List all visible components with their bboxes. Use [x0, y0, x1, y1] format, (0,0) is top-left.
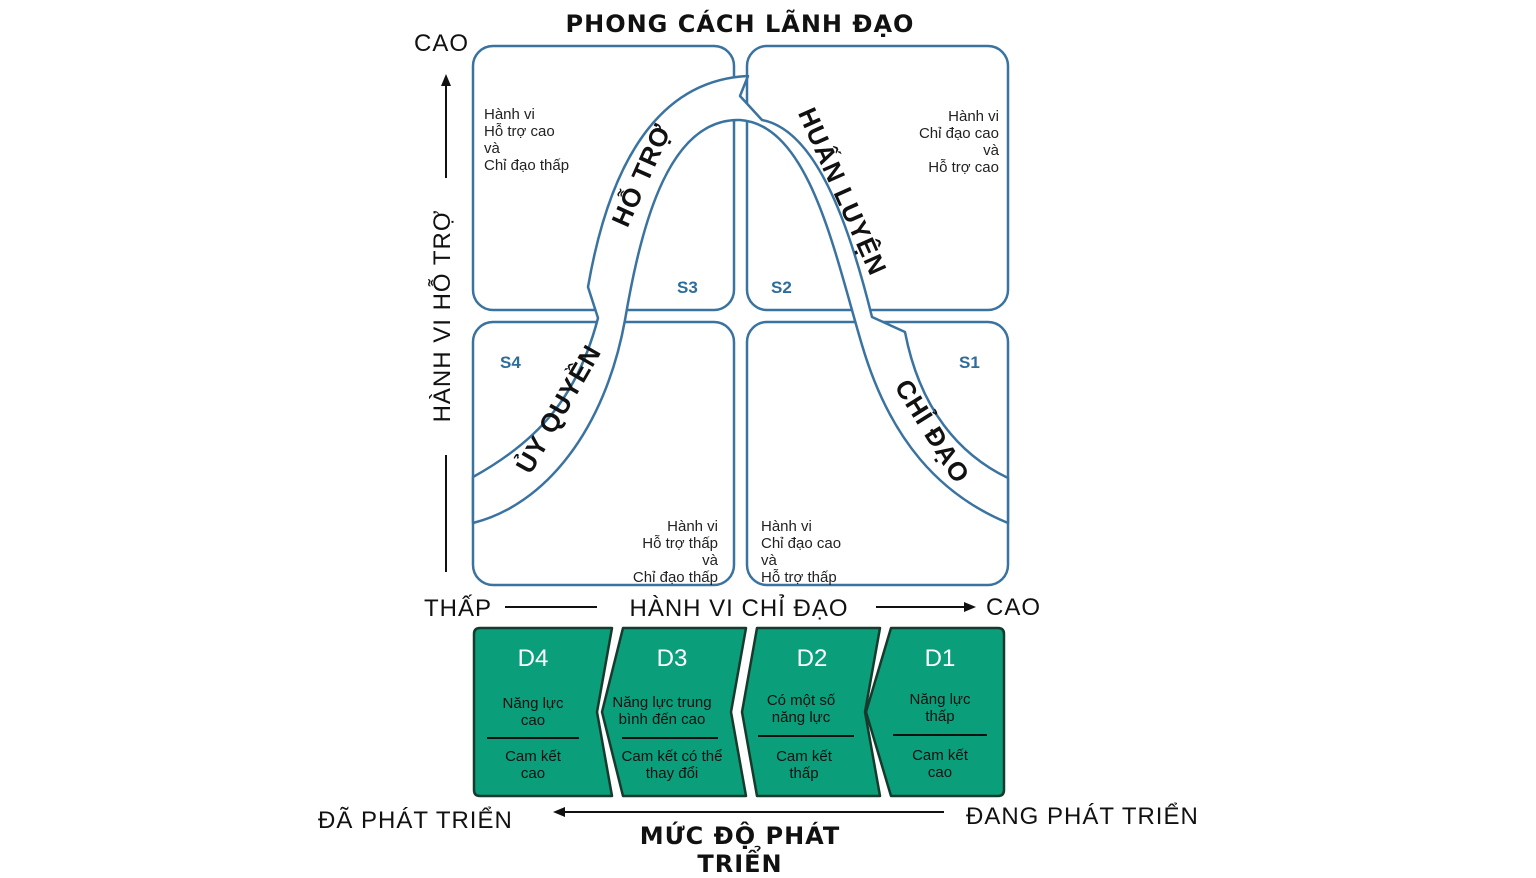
development-axis-arrowhead	[553, 807, 565, 817]
y-axis-label: HÀNH VI HỖ TRỢ	[429, 209, 456, 423]
x-axis-arrowhead	[964, 602, 976, 612]
development-developing-label: ĐANG PHÁT TRIỂN	[966, 803, 1199, 830]
leadership-curve-band	[471, 74, 1010, 525]
style-label-s3: S3	[677, 278, 698, 297]
d3-divider	[622, 737, 718, 739]
d4-label: D4	[517, 645, 549, 672]
style-label-s2: S2	[771, 278, 792, 297]
d2-chevron	[740, 626, 882, 798]
development-developed-label: ĐÃ PHÁT TRIỂN	[318, 807, 513, 834]
d4-divider	[487, 737, 579, 739]
x-axis-label: HÀNH VI CHỈ ĐẠO	[629, 595, 849, 622]
style-label-s1: S1	[959, 353, 980, 372]
y-axis-arrowhead	[441, 74, 451, 86]
x-axis-high-label: CAO	[986, 594, 1042, 621]
d2-label: D2	[796, 645, 828, 672]
d1-divider	[893, 734, 987, 736]
d1-chevron	[864, 626, 1006, 798]
d3-chevron	[600, 626, 748, 798]
d1-label: D1	[924, 645, 956, 672]
quadrant-s2-box	[745, 44, 1010, 312]
style-label-s4: S4	[500, 353, 521, 372]
x-axis-low-label: THẤP	[424, 595, 493, 622]
d3-label: D3	[656, 645, 688, 672]
development-axis-label: MỨC ĐỘ PHÁT TRIỂN	[639, 822, 841, 878]
d4-chevron	[472, 626, 614, 798]
y-axis-high-label: CAO	[414, 30, 470, 57]
diagram-title: PHONG CÁCH LÃNH ĐẠO	[565, 10, 915, 38]
d2-divider	[758, 735, 854, 737]
